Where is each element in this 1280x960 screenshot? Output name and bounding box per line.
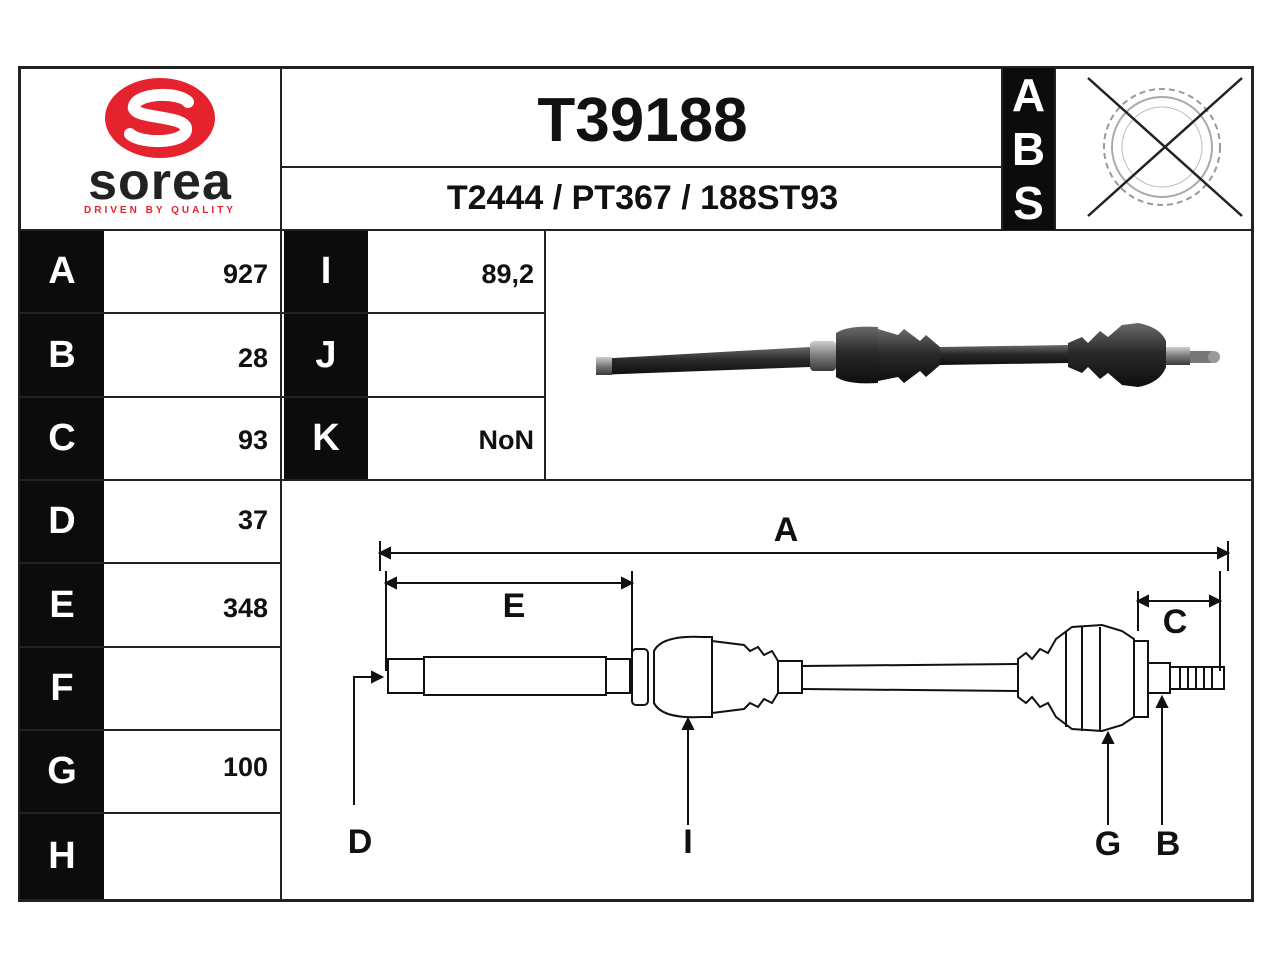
diagram-label-a: A bbox=[774, 511, 799, 549]
abs-letter: S bbox=[1013, 177, 1044, 229]
dim-label-k: K bbox=[284, 398, 368, 479]
dim-value-a: 927 bbox=[222, 259, 268, 289]
spec-sheet bbox=[18, 66, 1254, 902]
diagram-label-e: E bbox=[503, 587, 526, 625]
no-abs-ring-icon bbox=[1070, 72, 1248, 222]
abs-letter: B bbox=[1011, 123, 1046, 175]
divider bbox=[1054, 66, 1056, 230]
brand-name: sorea bbox=[88, 153, 232, 211]
abs-letter: A bbox=[1011, 69, 1046, 121]
logo-s-badge-icon bbox=[105, 78, 215, 158]
dim-label-i: I bbox=[284, 231, 368, 312]
dim-label-b: B bbox=[20, 314, 104, 396]
divider bbox=[18, 396, 282, 398]
part-number: T39188 bbox=[537, 86, 748, 155]
divider bbox=[282, 166, 1002, 168]
divider bbox=[18, 812, 282, 814]
dim-value-k: NoN bbox=[478, 425, 535, 455]
dim-value-g: 100 bbox=[222, 752, 268, 782]
divider bbox=[18, 562, 282, 564]
dim-label-f: F bbox=[20, 648, 104, 729]
dim-label-c: C bbox=[20, 398, 104, 479]
brand-logo: sorea DRIVEN BY QUALITY bbox=[60, 76, 260, 226]
divider bbox=[18, 312, 282, 314]
diagram-label-b: B bbox=[1156, 825, 1181, 863]
divider bbox=[18, 229, 1254, 231]
diagram-label-d: D bbox=[348, 823, 373, 861]
cross-references: T2444 / PT367 / 188ST93 bbox=[446, 179, 839, 217]
dim-label-g: G bbox=[20, 731, 104, 812]
dim-value-e: 348 bbox=[222, 593, 268, 623]
divider bbox=[282, 396, 546, 398]
dim-label-d: D bbox=[20, 481, 104, 562]
dim-label-j: J bbox=[284, 314, 368, 396]
dim-label-a: A bbox=[20, 231, 104, 312]
divider bbox=[282, 312, 546, 314]
dim-label-e: E bbox=[20, 564, 104, 646]
diagram-label-g: G bbox=[1095, 825, 1121, 863]
divider bbox=[1001, 66, 1003, 230]
dim-value-b: 28 bbox=[237, 343, 268, 373]
dim-value-c: 93 bbox=[237, 425, 268, 455]
diagram-label-c: C bbox=[1163, 603, 1188, 641]
divider bbox=[18, 729, 282, 731]
dim-value-d: 37 bbox=[237, 505, 268, 535]
divider bbox=[280, 66, 282, 902]
dim-label-h: H bbox=[20, 814, 104, 899]
drive-shaft-photo bbox=[548, 231, 1252, 477]
divider bbox=[280, 479, 1254, 481]
divider bbox=[544, 229, 546, 480]
dim-value-i: 89,2 bbox=[481, 259, 534, 289]
dimension-diagram: A E C D I G B bbox=[282, 481, 1252, 899]
divider bbox=[18, 479, 282, 481]
diagram-label-i: I bbox=[683, 823, 692, 861]
brand-tagline: DRIVEN BY QUALITY bbox=[84, 205, 236, 216]
abs-label-block: A B S bbox=[1003, 68, 1054, 230]
divider bbox=[18, 646, 282, 648]
